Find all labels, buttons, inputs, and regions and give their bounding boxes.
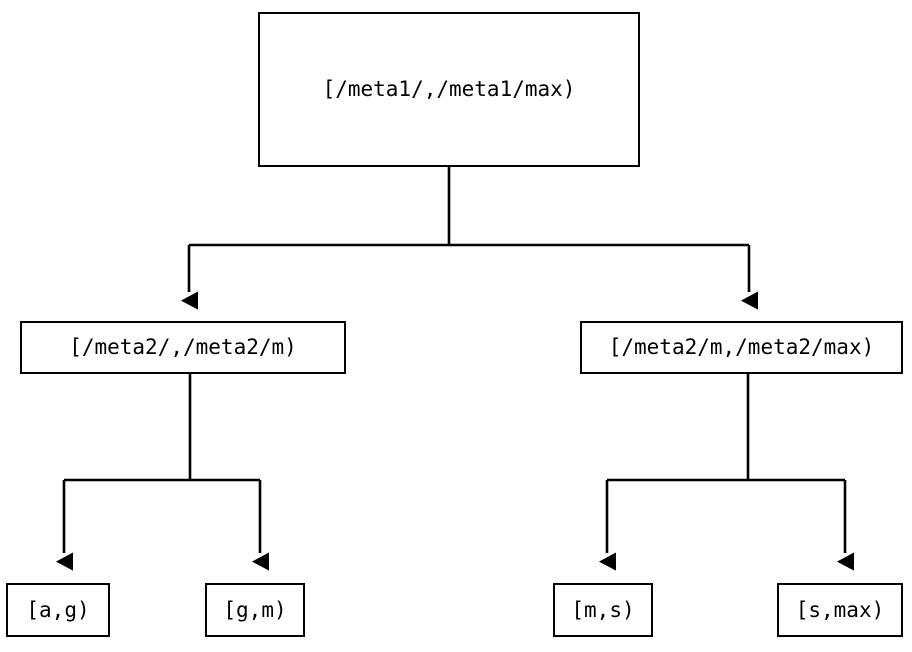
tree-node-meta2-low: [/meta2/,/meta2/m) (20, 321, 346, 374)
tree-node-meta2-high: [/meta2/m,/meta2/max) (580, 321, 903, 374)
tree-leaf-s-max-label: [s,max) (795, 597, 885, 622)
tree-leaf-s-max: [s,max) (777, 583, 903, 637)
tree-leaf-g-m: [g,m) (205, 583, 305, 637)
tree-leaf-m-s: [m,s) (553, 583, 653, 637)
tree-leaf-a-g-label: [a,g) (26, 597, 90, 622)
tree-node-root: [/meta1/,/meta1/max) (258, 12, 640, 167)
tree-node-meta2-high-label: [/meta2/m,/meta2/max) (608, 335, 875, 359)
tree-node-meta2-low-label: [/meta2/,/meta2/m) (69, 335, 297, 359)
tree-leaf-a-g: [a,g) (6, 583, 110, 637)
tree-leaf-m-s-label: [m,s) (571, 597, 635, 622)
tree-node-root-label: [/meta1/,/meta1/max) (322, 77, 576, 101)
tree-leaf-g-m-label: [g,m) (223, 597, 287, 622)
